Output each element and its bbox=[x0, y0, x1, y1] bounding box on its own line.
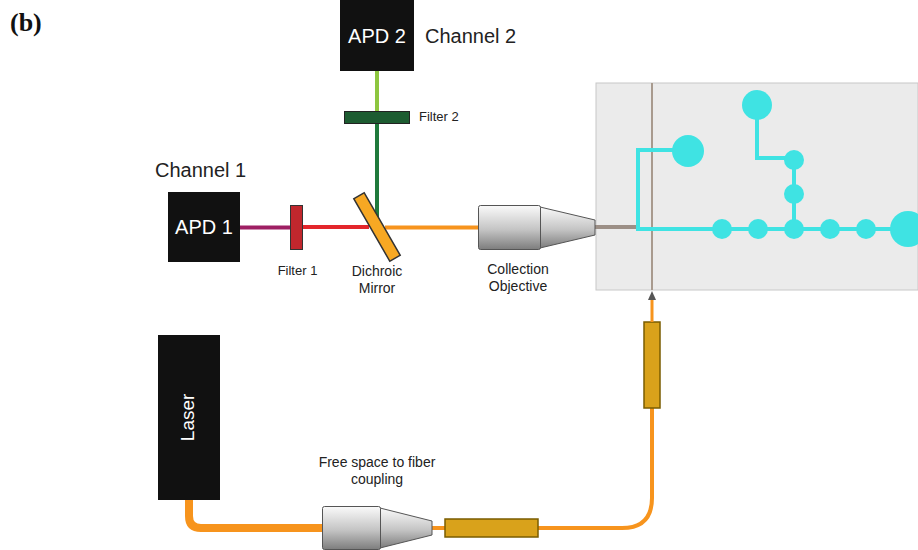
chip-panel bbox=[596, 83, 918, 290]
box-text: Laser bbox=[178, 394, 201, 442]
objective-lens: Free space to fiber coupling bbox=[322, 506, 432, 550]
reservoir bbox=[890, 211, 918, 247]
box-label: Collection Objective bbox=[473, 261, 563, 295]
box-label: Dichroic Mirror bbox=[337, 263, 417, 297]
lens-body bbox=[323, 507, 381, 550]
light-beam bbox=[189, 500, 322, 528]
channel-node bbox=[784, 184, 804, 204]
arrow-head bbox=[648, 291, 656, 300]
reservoir bbox=[742, 90, 772, 120]
box-text: APD 1 bbox=[175, 215, 233, 239]
box-label: Channel 1 bbox=[155, 158, 246, 182]
objective-lens-shape bbox=[478, 205, 595, 250]
lens-cone bbox=[380, 508, 432, 548]
fiber-input bbox=[432, 526, 446, 530]
light-beam bbox=[303, 225, 369, 229]
fiber-output bbox=[651, 300, 654, 322]
channel-node bbox=[784, 219, 804, 239]
objective-lens-shape bbox=[322, 506, 432, 550]
fiber-ferrule bbox=[644, 322, 660, 408]
box-label: Filter 2 bbox=[419, 109, 459, 125]
channel-node bbox=[784, 150, 804, 170]
waveguide-line bbox=[651, 83, 653, 290]
filter-bar: Filter 2 bbox=[344, 111, 410, 124]
fluidic-channel bbox=[638, 105, 918, 231]
channel-node bbox=[856, 219, 876, 239]
fluidic-reservoirs bbox=[672, 90, 918, 247]
box-label: Free space to fiber coupling bbox=[317, 454, 437, 488]
light-beam bbox=[375, 71, 379, 111]
optical-fiber bbox=[538, 408, 652, 528]
light-beam bbox=[240, 226, 290, 230]
collection-beam bbox=[595, 225, 640, 229]
lens-body bbox=[479, 206, 541, 250]
channel-node bbox=[712, 219, 732, 239]
detector-box: Channel 1APD 1 bbox=[168, 192, 240, 262]
box-label: Channel 2 bbox=[425, 24, 516, 48]
box-text: APD 2 bbox=[348, 24, 406, 48]
lens-cone bbox=[540, 207, 595, 248]
laser-box: Laser bbox=[158, 335, 220, 500]
channel-node bbox=[820, 219, 840, 239]
reservoir bbox=[672, 135, 704, 167]
box-label: Filter 1 bbox=[262, 263, 333, 279]
detector-box: APD 2Channel 2 bbox=[340, 0, 414, 71]
fiber-ferrule bbox=[445, 519, 538, 537]
light-beam bbox=[375, 124, 379, 219]
mirror-plate bbox=[354, 193, 400, 261]
light-beam bbox=[385, 226, 478, 230]
objective-lens: Collection Objective bbox=[478, 205, 595, 250]
dichroic-mirror: Dichroic Mirror bbox=[369, 219, 385, 235]
channel-node bbox=[748, 219, 768, 239]
panel-label: (b) bbox=[10, 8, 42, 38]
filter-bar: Filter 1 bbox=[290, 205, 303, 250]
dichroic-mirror-shape bbox=[369, 219, 385, 235]
